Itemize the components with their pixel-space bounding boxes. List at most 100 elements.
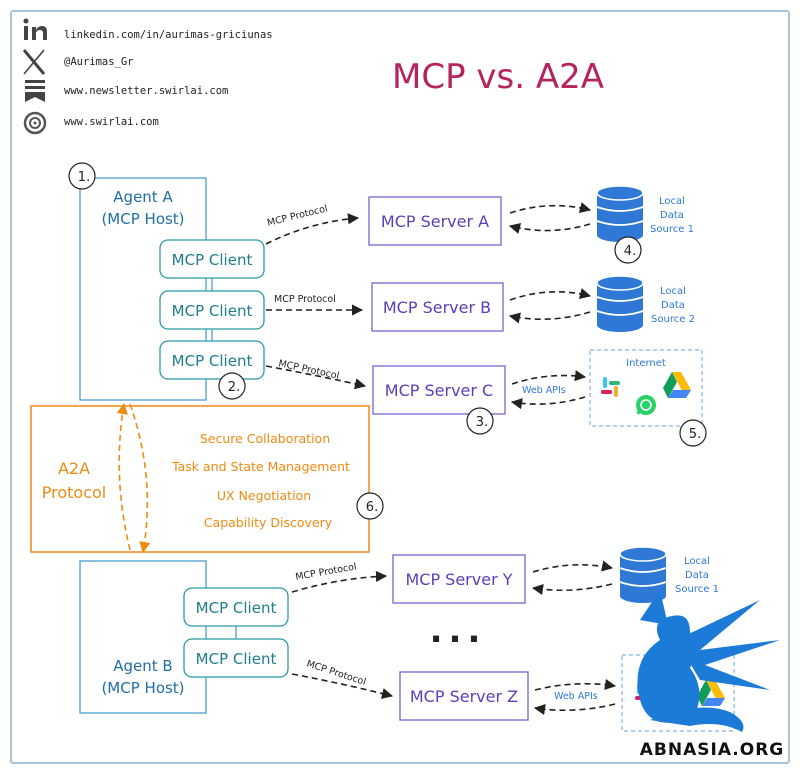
server-label: MCP Server B	[383, 298, 491, 317]
data-source-line: Data	[660, 210, 684, 221]
database-icon	[596, 185, 644, 242]
mcp-client-label: MCP Client	[196, 650, 277, 668]
page-title: MCP vs. A2A	[392, 57, 604, 97]
internet-label: Internet	[626, 358, 666, 369]
web-apis-label: Web APIs	[554, 691, 598, 702]
data-source-b-label: Local Data Source 2	[651, 286, 695, 325]
internet-box-top: Internet	[589, 349, 703, 427]
mcp-client-a1[interactable]: MCP Client	[159, 239, 265, 279]
mcp-server-a[interactable]: MCP Server A	[368, 196, 502, 246]
a2a-feature: Capability Discovery	[204, 515, 333, 530]
x-handle-text: @Aurimas_Gr	[64, 56, 134, 68]
marker-text: 4.	[624, 244, 636, 259]
marker-text: 5.	[689, 427, 701, 442]
data-source-line: Local	[684, 556, 710, 567]
data-source-a-label: Local Data Source 1	[650, 196, 694, 235]
marker-text: 3.	[476, 415, 488, 430]
data-source-line: Source 2	[651, 314, 695, 325]
mcp-server-c[interactable]: MCP Server C	[372, 365, 506, 415]
mcp-server-b[interactable]: MCP Server B	[371, 282, 504, 332]
mcp-protocol-arrow-c: MCP Protocol	[265, 358, 367, 390]
watermark-text: ABNASIA.ORG	[640, 740, 785, 760]
swirlai-icon	[23, 111, 47, 135]
web-api-arrows-c: Web APIs	[510, 370, 587, 410]
server-label: MCP Server C	[385, 381, 493, 400]
a2a-label-line2: Protocol	[42, 483, 106, 502]
agent-a-subtitle: (MCP Host)	[101, 210, 184, 228]
mcp-client-label: MCP Client	[172, 251, 253, 269]
mcp-client-a2[interactable]: MCP Client	[159, 290, 265, 330]
newsletter-text: www.newsletter.swirlai.com	[64, 85, 228, 97]
swirlai-text: www.swirlai.com	[64, 116, 159, 128]
mcp-protocol-label: MCP Protocol	[277, 358, 340, 382]
a2a-feature: Task and State Management	[171, 459, 350, 474]
database-icon	[619, 546, 667, 603]
agent-a-box	[79, 177, 207, 401]
mcp-client-b1[interactable]: MCP Client	[183, 587, 289, 627]
marker-text: 2.	[228, 380, 240, 395]
agent-b-box	[79, 560, 207, 714]
marker-text: 6.	[366, 500, 378, 515]
data-source-line: Data	[661, 300, 685, 311]
agent-a-title: Agent A	[113, 188, 173, 206]
slack-icon	[601, 377, 620, 397]
diagram-frame	[10, 10, 790, 764]
data-source-line: Source 1	[675, 584, 719, 595]
ellipsis: ...	[430, 611, 487, 651]
marker-2: 2.	[218, 372, 246, 400]
web-api-arrows-z: Web APIs	[533, 678, 617, 716]
a2a-arrows	[116, 402, 151, 554]
a2a-protocol-box: A2A Protocol Secure Collaboration Task a…	[30, 405, 370, 553]
data-arrows-y	[531, 560, 614, 596]
linkedin-text: linkedin.com/in/aurimas-griciunas	[64, 29, 273, 41]
web-apis-label: Web APIs	[522, 385, 566, 396]
google-drive-icon	[697, 680, 725, 706]
data-source-line: Data	[685, 570, 709, 581]
mcp-server-z[interactable]: MCP Server Z	[399, 671, 529, 721]
data-source-line: Source 1	[650, 224, 694, 235]
a2a-label-line1: A2A	[58, 459, 90, 478]
marker-5: 5.	[679, 419, 707, 447]
social-newsletter: www.newsletter.swirlai.com	[25, 80, 228, 102]
mcp-server-y[interactable]: MCP Server Y	[392, 554, 526, 604]
mcp-protocol-arrow-b: MCP Protocol	[266, 294, 364, 316]
social-x: @Aurimas_Gr	[22, 49, 134, 75]
data-arrows-b	[508, 288, 592, 324]
a2a-feature: Secure Collaboration	[200, 431, 330, 446]
agent-b-title: Agent B	[113, 657, 172, 675]
data-source-line: Local	[660, 286, 686, 297]
mcp-protocol-arrow-a: MCP Protocol	[265, 203, 360, 245]
mcp-client-b2[interactable]: MCP Client	[183, 638, 289, 678]
data-source-line: Local	[659, 196, 685, 207]
marker-4: 4.	[614, 236, 642, 264]
mcp-protocol-arrow-y: MCP Protocol	[291, 561, 388, 593]
agent-b-subtitle: (MCP Host)	[101, 679, 184, 697]
data-source-y-label: Local Data Source 1	[675, 556, 719, 595]
marker-6: 6.	[356, 492, 384, 520]
marker-3: 3.	[466, 407, 494, 435]
server-label: MCP Server A	[381, 212, 489, 231]
data-arrows-a	[508, 202, 592, 234]
a2a-feature: UX Negotiation	[217, 488, 311, 503]
linkedin-icon	[23, 18, 47, 40]
mcp-protocol-label: MCP Protocol	[266, 203, 329, 229]
mcp-client-label: MCP Client	[172, 302, 253, 320]
agent-b: Agent B (MCP Host) MCP Client MCP Client	[79, 560, 289, 714]
marker-1: 1.	[68, 162, 96, 190]
x-icon	[22, 49, 46, 75]
mcp-client-a3[interactable]: MCP Client	[159, 340, 265, 380]
social-swirlai: www.swirlai.com	[23, 111, 159, 135]
mcp-protocol-label: MCP Protocol	[295, 561, 358, 583]
social-linkedin: linkedin.com/in/aurimas-griciunas	[23, 18, 273, 41]
mcp-protocol-label: MCP Protocol	[274, 294, 336, 305]
server-label: MCP Server Y	[405, 570, 512, 589]
mcp-client-label: MCP Client	[196, 599, 277, 617]
whatsapp-icon	[636, 395, 656, 415]
marker-text: 1.	[78, 170, 90, 185]
newsletter-icon	[25, 80, 45, 102]
abnasia-logo: ABNASIA.ORG	[637, 590, 785, 760]
agent-a: Agent A (MCP Host) MCP Client MCP Client…	[79, 177, 265, 401]
mcp-protocol-arrow-z: MCP Protocol	[291, 658, 394, 699]
server-label: MCP Server Z	[410, 687, 518, 706]
